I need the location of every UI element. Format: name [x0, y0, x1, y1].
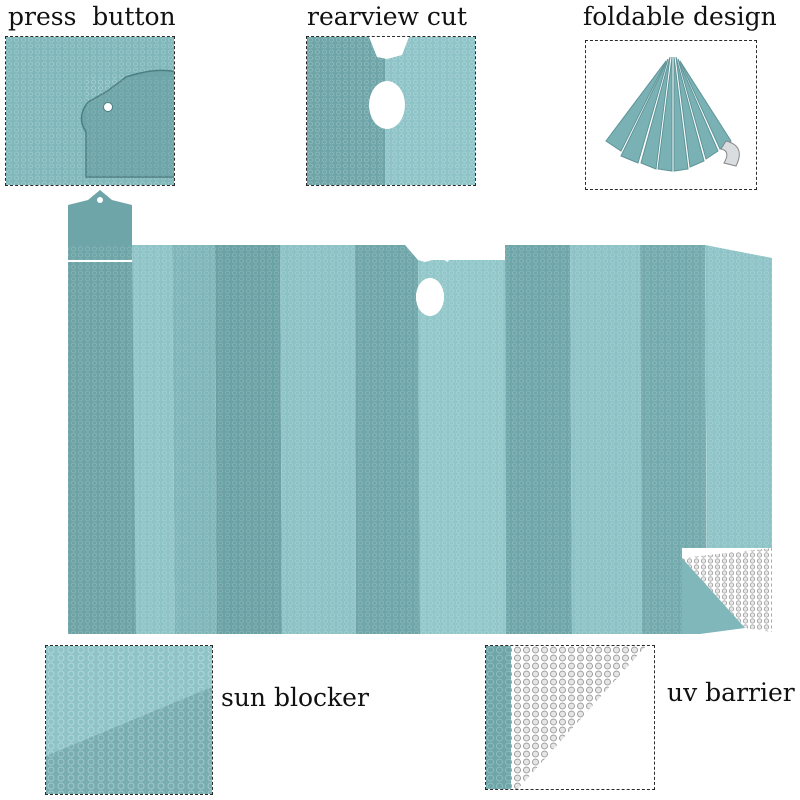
inset-foldable-design — [585, 40, 757, 190]
inset-sun-blocker — [45, 645, 213, 795]
caption-press-button: press button — [8, 2, 176, 31]
caption-uv-barrier: uv barrier — [667, 678, 795, 707]
inset-uv-barrier — [485, 645, 655, 790]
caption-rearview-cut: rearview cut — [307, 2, 468, 31]
inset-rearview-cut — [306, 36, 476, 186]
caption-sun-blocker: sun blocker — [221, 683, 369, 712]
inset-press-button — [5, 36, 175, 186]
caption-foldable-design: foldable design — [583, 2, 777, 31]
